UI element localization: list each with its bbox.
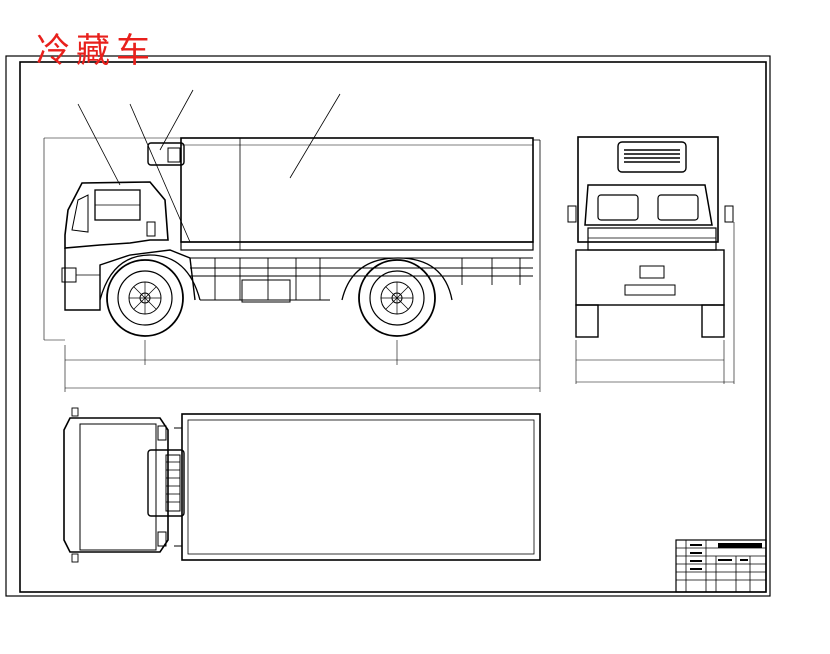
refrigeration-unit-top <box>147 449 185 517</box>
cargo-box-front <box>577 136 719 243</box>
drawing-title: 冷藏车 <box>36 31 156 71</box>
cab-top <box>63 417 169 553</box>
outer-border <box>5 55 771 597</box>
top-view <box>63 407 541 563</box>
refrigeration-unit-side <box>147 142 185 166</box>
cargo-box-top <box>181 413 541 561</box>
side-view <box>43 89 541 392</box>
cargo-box-side <box>180 137 534 243</box>
inner-border <box>19 61 767 593</box>
front-left-tire <box>575 304 599 338</box>
front-right-tire <box>701 304 725 338</box>
front-wheel <box>106 259 184 337</box>
rear-wheel <box>358 259 436 337</box>
front-view <box>567 136 735 384</box>
cab-side <box>64 181 169 249</box>
refrigeration-unit-front <box>617 141 687 173</box>
title-block <box>675 539 767 593</box>
